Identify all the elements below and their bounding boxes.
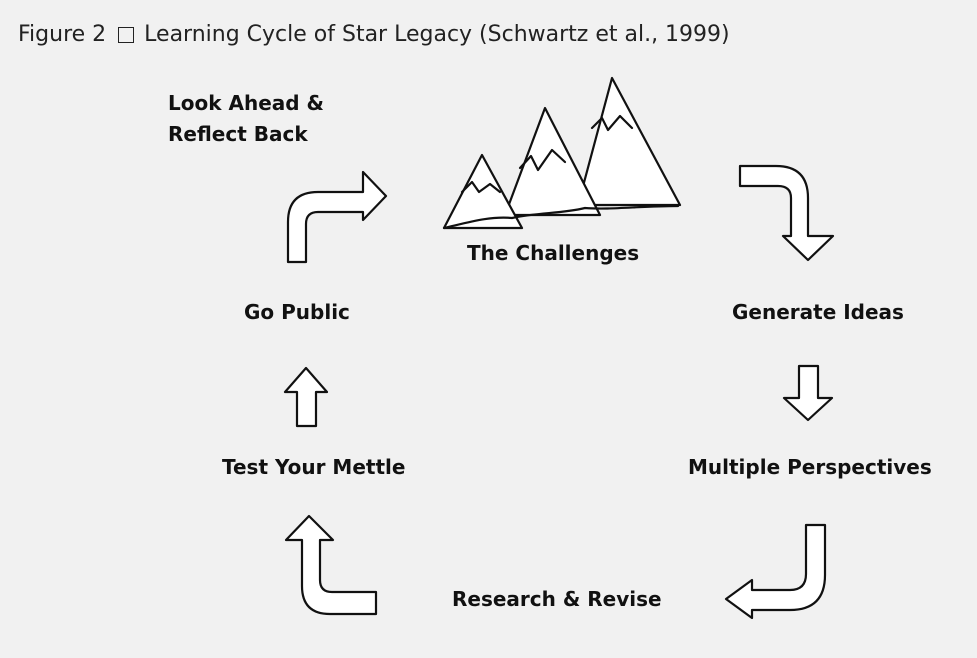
curved-arrow-look-ahead bbox=[286, 170, 388, 264]
mountain-peak-middle bbox=[503, 106, 602, 217]
label-go-public: Go Public bbox=[244, 300, 350, 324]
label-test-mettle: Test Your Mettle bbox=[222, 455, 406, 479]
label-multiple-perspectives: Multiple Perspectives bbox=[688, 455, 932, 479]
curved-arrow-research-to-test bbox=[284, 514, 378, 616]
mountain-base-line bbox=[442, 204, 680, 230]
label-challenges: The Challenges bbox=[467, 241, 640, 265]
label-generate-ideas: Generate Ideas bbox=[732, 300, 904, 324]
mountain-snowline-right bbox=[590, 114, 634, 132]
figure-caption: Figure 2 Learning Cycle of Star Legacy (… bbox=[18, 22, 730, 47]
straight-arrow-up-test bbox=[283, 366, 329, 428]
curved-arrow-multiple-to-research bbox=[724, 523, 827, 620]
mountain-peak-right bbox=[576, 76, 682, 207]
straight-arrow-down-generate bbox=[782, 364, 834, 422]
figure-title: Learning Cycle of Star Legacy (Schwartz … bbox=[144, 22, 730, 47]
caption-box-icon bbox=[118, 26, 135, 43]
label-look-ahead: Look Ahead & Reflect Back bbox=[168, 91, 324, 146]
label-research-revise: Research & Revise bbox=[452, 587, 662, 611]
figure-label: Figure 2 bbox=[18, 22, 107, 47]
mountain-snowline-left bbox=[460, 180, 502, 194]
mountains-icon bbox=[442, 76, 682, 230]
mountain-snowline-middle bbox=[518, 148, 567, 172]
curved-arrow-challenges-to-generate bbox=[738, 164, 835, 262]
